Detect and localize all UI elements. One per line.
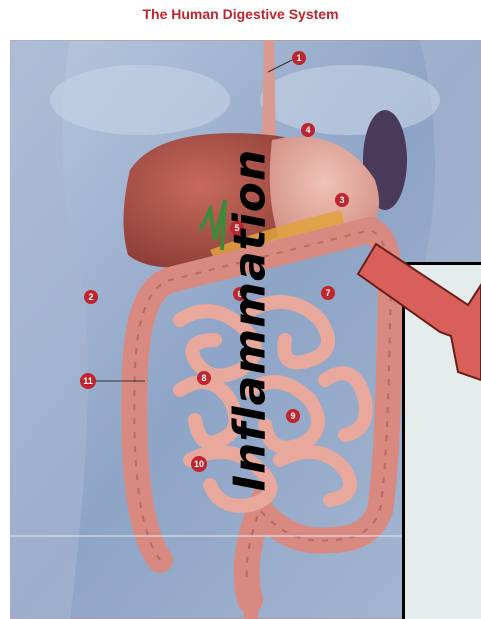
inflammation-overlay-text: Inflammation: [225, 149, 276, 492]
